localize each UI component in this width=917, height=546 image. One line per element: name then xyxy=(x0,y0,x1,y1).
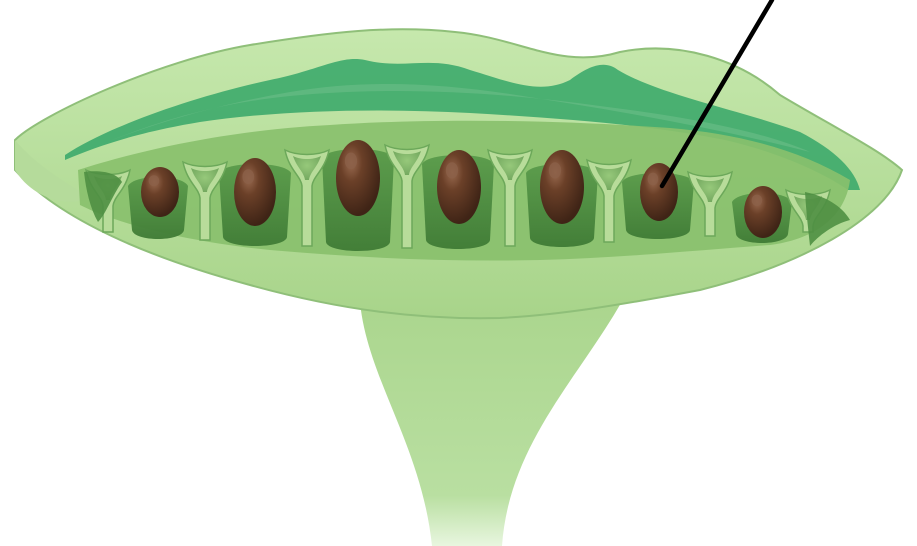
spore-4 xyxy=(437,150,481,224)
spore-3 xyxy=(336,140,380,216)
spore-highlight-7 xyxy=(752,195,763,206)
spore-highlight-6 xyxy=(648,173,659,186)
spore-1 xyxy=(141,167,179,217)
spore-7 xyxy=(744,186,782,238)
spore-highlight-4 xyxy=(446,162,458,178)
spore-highlight-5 xyxy=(549,162,561,178)
spore-highlight-1 xyxy=(149,175,160,186)
spore-5 xyxy=(540,150,584,224)
spore-2 xyxy=(234,158,276,226)
spore-highlight-2 xyxy=(242,169,254,184)
spore-highlight-3 xyxy=(345,153,357,170)
